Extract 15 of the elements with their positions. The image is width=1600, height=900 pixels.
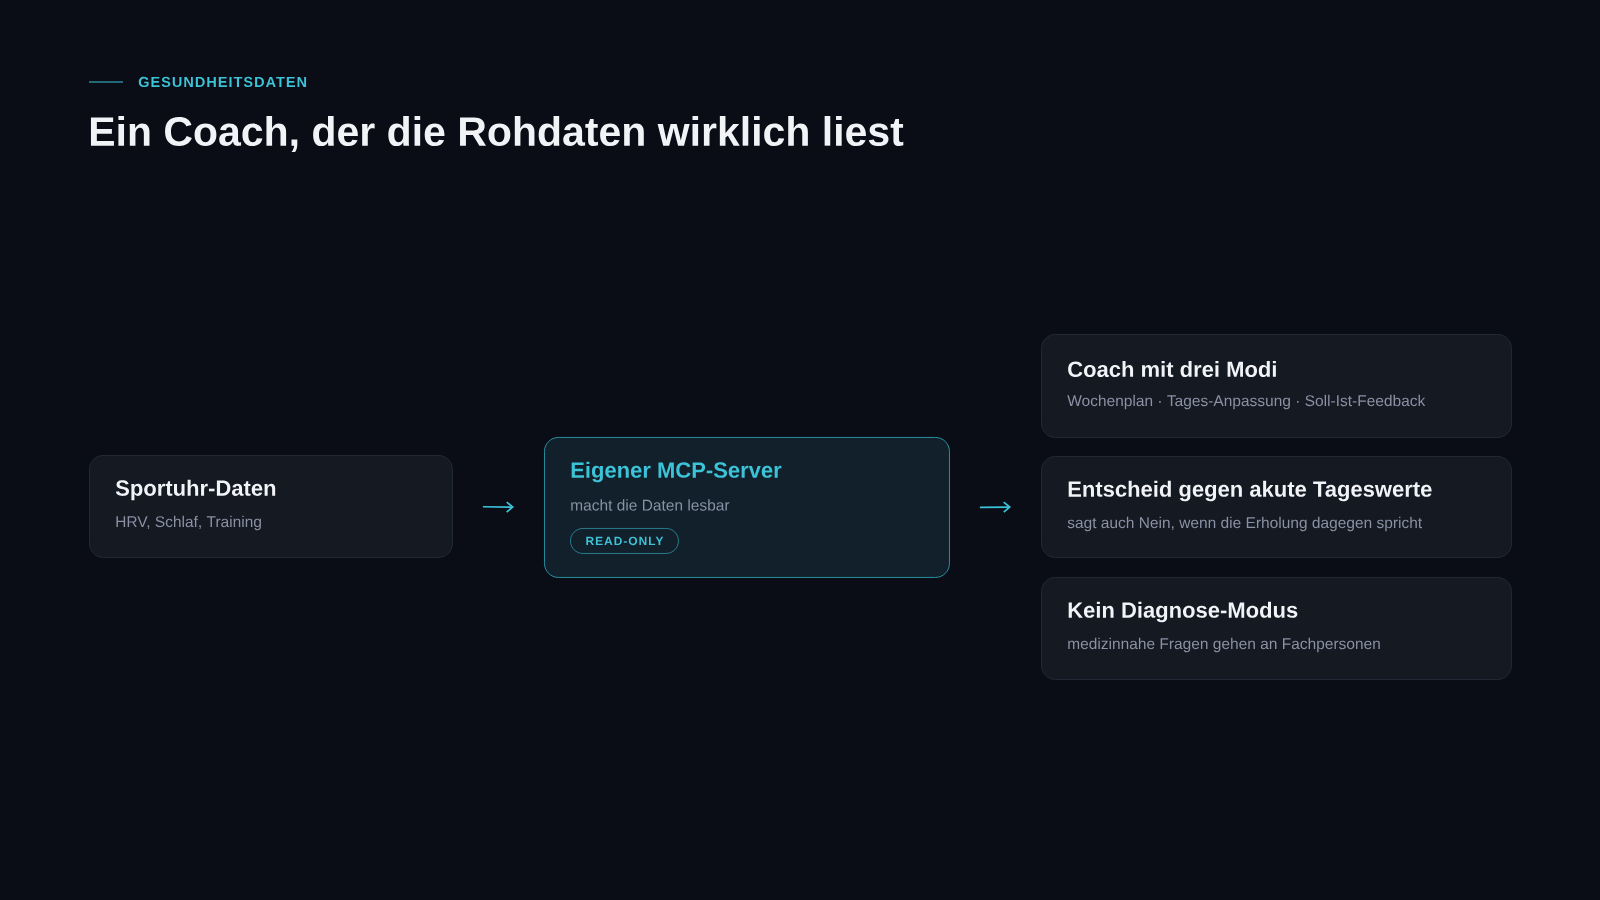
arrow [482, 501, 514, 513]
eyebrow-label: GESUNDHEITSDATEN [138, 76, 307, 88]
card-text: HRV, Schlaf, Training [116, 515, 261, 531]
card-title: Kein Diagnose-Modus [1068, 601, 1298, 623]
title: Ein Coach, der die Rohdaten wirklich liest [90, 115, 904, 153]
arrow [979, 501, 1011, 513]
card-title: Eigener MCP-Server [571, 461, 782, 483]
card-title: Entscheid gegen akute Tageswerte [1068, 480, 1432, 502]
card-text: medizinnahe Fragen gehen an Fachpersonen [1068, 637, 1380, 653]
badge: READ-ONLY [570, 528, 679, 554]
card-text: sagt auch Nein, wenn die Erholung dagegen spricht [1067, 516, 1423, 532]
card-text: macht die Daten lesbar [571, 499, 730, 511]
card-text: Wochenplan · Tages-Anpassung · Soll-Ist-Feedback [1067, 394, 1426, 410]
card-title: Sportuhr-Daten [115, 479, 276, 501]
card-title: Coach mit drei Modi [1068, 360, 1276, 378]
